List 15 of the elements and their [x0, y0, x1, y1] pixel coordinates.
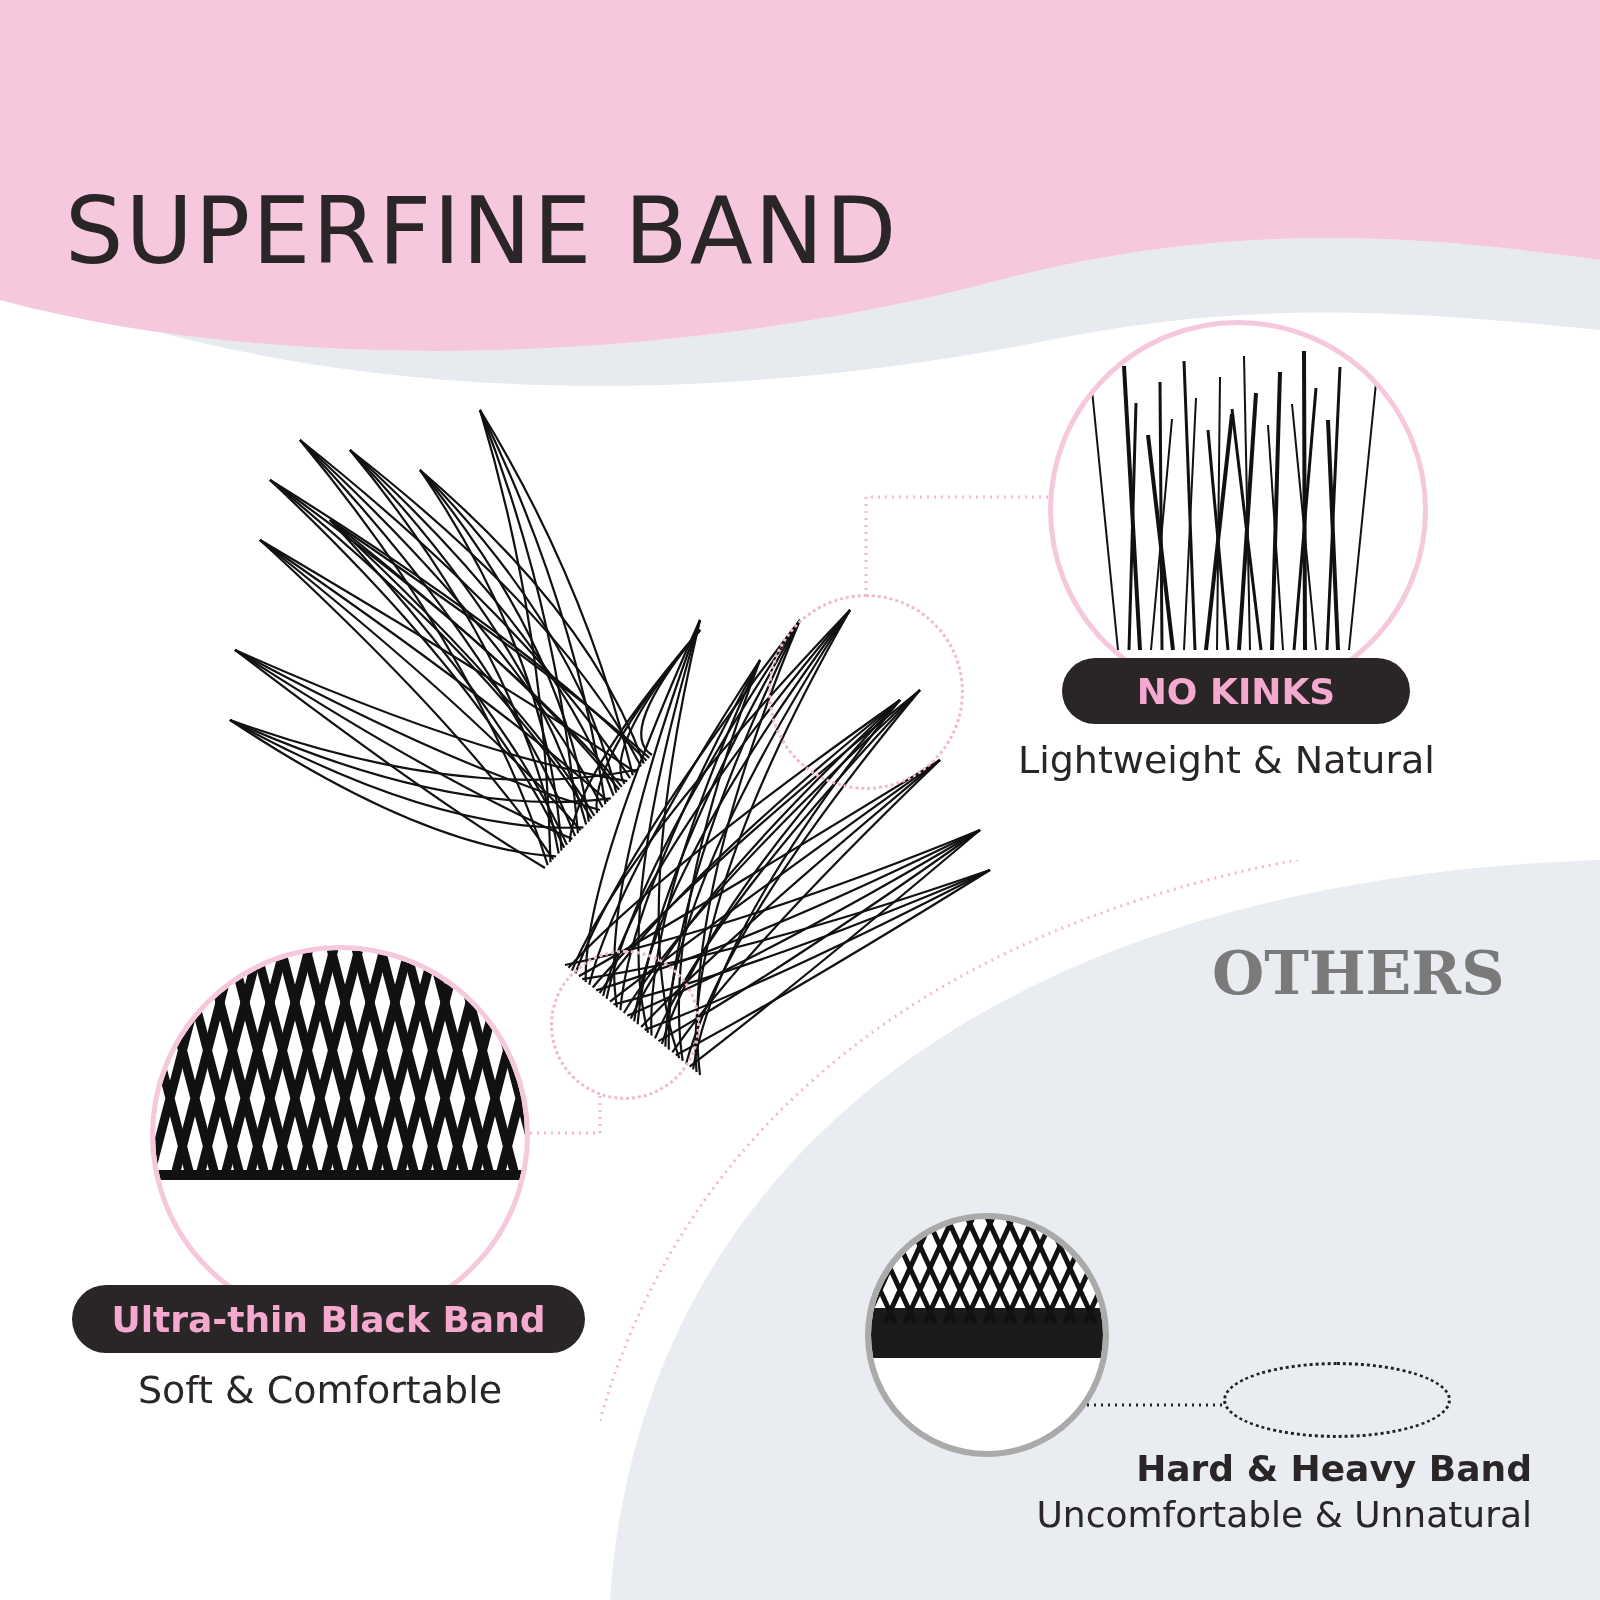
subtitle: Hard & Heavy Band [1136, 1448, 1532, 1489]
magnified-circle [865, 1213, 1109, 1457]
dotted-circle [768, 594, 964, 790]
subtitle: Soft & Comfortable [138, 1368, 503, 1412]
dotted-ellipse [1223, 1362, 1451, 1438]
title: SUPERFINE BAND [65, 178, 899, 285]
panel-heading: OTHERS [1212, 938, 1505, 1008]
dotted-circle [550, 950, 700, 1100]
leader-line [530, 1096, 602, 1135]
label-pill: NO KINKS [1062, 658, 1410, 724]
leader-line [1087, 1403, 1223, 1407]
subtitle: Lightweight & Natural [1018, 738, 1435, 782]
label-pill: Ultra-thin Black Band [72, 1285, 585, 1353]
comparison-panel [600, 860, 1600, 1600]
subtitle: Uncomfortable & Unnatural [1036, 1494, 1532, 1535]
